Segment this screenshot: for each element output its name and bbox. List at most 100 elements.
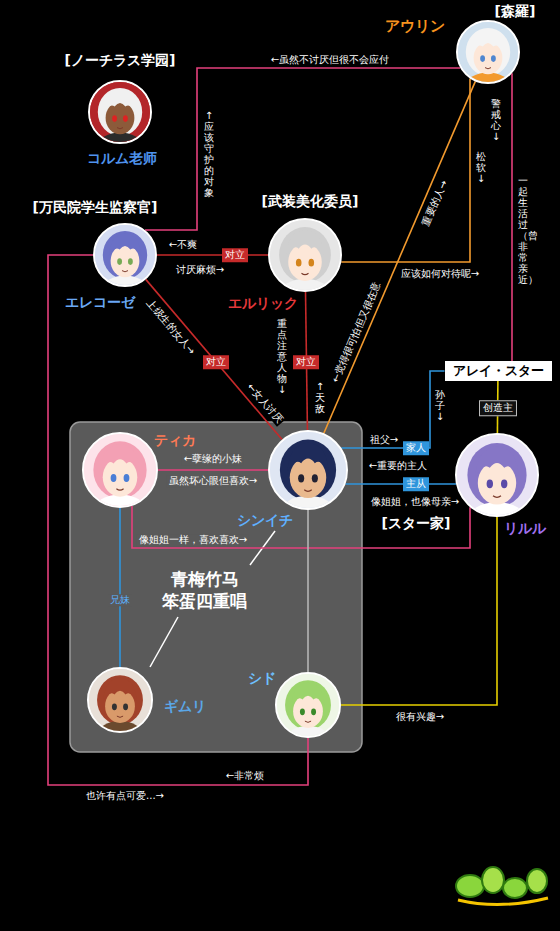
relation-label: 应该如何对待呢→ <box>399 268 481 280</box>
relation-note: 讨厌麻烦→ <box>174 264 226 276</box>
character-name: リルル <box>504 520 546 537</box>
portrait-eye <box>111 474 117 482</box>
portrait-eye <box>311 708 316 715</box>
logo-blob <box>482 867 504 893</box>
portrait-ground <box>84 434 156 506</box>
relation-tag: 对立 <box>222 248 248 262</box>
relation-note: 虽然坏心眼但喜欢→ <box>167 475 259 487</box>
relation-note: ←重要的主人 <box>367 460 429 472</box>
portrait-eye <box>491 55 496 62</box>
portrait-face <box>478 461 516 504</box>
relation-line <box>345 483 456 485</box>
relation-note: 像姐姐，也像母亲→ <box>369 496 461 508</box>
character-name: アウリン <box>385 17 445 35</box>
group-fill-layer <box>70 422 362 752</box>
portrait-eye <box>480 55 485 62</box>
relation-label: 像姐姐一样，喜欢喜欢→ <box>137 534 249 546</box>
portrait-ground <box>270 432 346 508</box>
portrait-face <box>111 245 140 277</box>
portrait-eye <box>128 258 133 265</box>
relation-line <box>341 517 497 705</box>
portrait-eye <box>487 479 493 488</box>
portrait-illustration <box>458 22 518 82</box>
portrait-hair <box>97 675 143 725</box>
character-portrait: [武装美化委员]エルリック <box>268 218 342 292</box>
portrait-bangs <box>287 443 328 472</box>
portrait-hair <box>103 231 147 279</box>
leader-line <box>150 617 178 667</box>
relation-label: ←虽然不讨厌但很不会应付 <box>269 54 391 66</box>
relation-label: ←孽缘的小妹 <box>182 453 244 465</box>
portrait-face <box>288 243 322 281</box>
character-name: エルリック <box>228 295 298 312</box>
portrait-mouth <box>305 721 311 722</box>
character-portrait: ティカ <box>82 432 158 508</box>
group-heading: [スター家] <box>382 515 451 532</box>
portrait-ground <box>270 220 340 290</box>
group-heading: [森羅] <box>495 3 536 20</box>
portrait-hair <box>98 88 142 136</box>
relation-line <box>48 255 308 785</box>
portrait-face <box>105 689 135 722</box>
box-label: アレイ・スター <box>453 363 544 379</box>
relation-line <box>119 508 121 667</box>
relation-note: 重点注意人物↓ <box>277 316 287 397</box>
relation-tag: 家人 <box>403 441 429 455</box>
relation-label: 很有兴趣→ <box>394 711 446 723</box>
portrait-ground <box>458 22 518 82</box>
portrait-illustration <box>277 674 339 736</box>
name-box: アレイ・スター <box>445 361 552 381</box>
logo-blob <box>503 878 527 898</box>
portrait-mouth <box>493 496 501 498</box>
portrait-face <box>103 458 138 497</box>
portrait-mouth <box>117 128 123 129</box>
relation-label: 兄妹 <box>108 594 132 606</box>
relation-label: ←非常烦 <box>224 770 266 782</box>
portrait-ground <box>89 669 151 731</box>
portrait-bangs <box>104 90 136 113</box>
logo <box>456 867 548 905</box>
relation-note: ↑应该守护的对象 <box>204 108 214 200</box>
portrait-illustration <box>89 669 151 731</box>
relation-note: 上级生的女人→ <box>143 296 199 359</box>
relation-note: 祖父→ <box>368 434 400 446</box>
character-name: ギムリ <box>164 698 206 715</box>
portrait-eye <box>123 115 128 122</box>
portrait-illustration <box>95 225 155 285</box>
portrait-illustration <box>270 432 346 508</box>
portrait-bangs <box>475 446 518 476</box>
relation-line <box>157 254 268 256</box>
character-portrait: [万民院学生监察官]エレコーゼ <box>93 223 157 287</box>
portrait-ground <box>277 674 339 736</box>
relation-line <box>511 73 513 361</box>
relation-tag: 对立 <box>293 355 319 369</box>
logo-blob <box>456 875 484 897</box>
portrait-eye <box>112 703 117 710</box>
relation-tag: 主从 <box>403 477 429 491</box>
portrait-illustration <box>84 434 156 506</box>
relation-note: 松软↓ <box>476 149 486 186</box>
portrait-face <box>106 102 135 134</box>
logo-blob <box>527 869 547 893</box>
relation-line <box>145 68 460 230</box>
relation-note: 孙子↓ <box>435 387 445 424</box>
portrait-eye <box>112 115 117 122</box>
portrait-eye <box>124 474 130 482</box>
portrait-hair <box>466 28 510 76</box>
portrait-ground <box>457 435 537 515</box>
group-heading: [万民院学生监察官] <box>33 199 158 216</box>
relation-line <box>132 506 470 548</box>
relation-note: ←不爽 <box>167 239 199 251</box>
relation-tag: 对立 <box>203 355 229 369</box>
character-portrait: ギムリ <box>87 667 153 733</box>
relation-note: ↑天敌 <box>315 379 325 416</box>
portrait-eye <box>312 474 318 482</box>
character-portrait: [スター家]リルル <box>455 433 539 517</box>
portrait-eye <box>117 258 122 265</box>
portrait-mouth <box>122 271 128 272</box>
character-name: シド <box>248 670 276 687</box>
relation-line <box>307 510 309 672</box>
portrait-illustration <box>270 220 340 290</box>
logo-swoosh <box>458 898 548 905</box>
portrait-hair <box>467 443 526 507</box>
